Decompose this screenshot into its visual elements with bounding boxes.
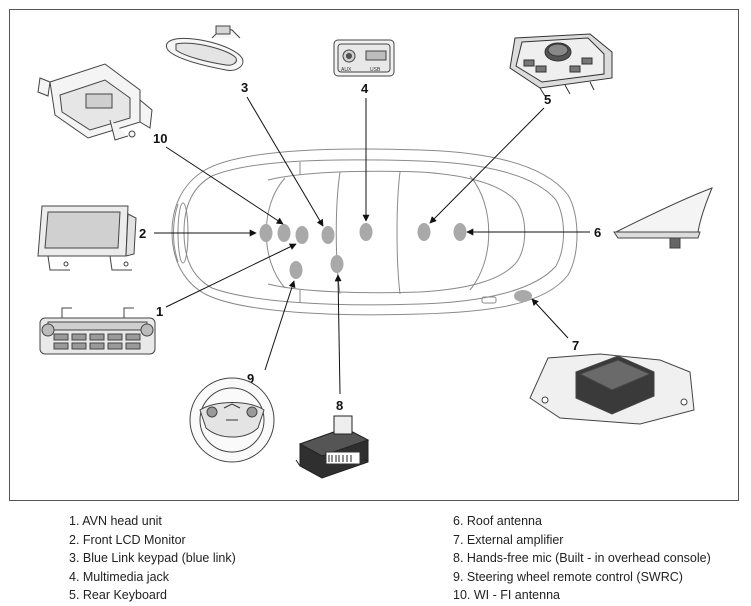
legend-item-1: 1. AVN head unit xyxy=(69,514,162,528)
callout-5: 5 xyxy=(544,92,551,107)
callout-6: 6 xyxy=(594,225,601,240)
callout-1: 1 xyxy=(156,304,163,319)
callout-4: 4 xyxy=(361,81,369,96)
callout-3: 3 xyxy=(241,80,248,95)
marker-avn-head-unit xyxy=(295,226,309,244)
jack-aux-label: AUX xyxy=(341,67,352,73)
marker-wifi-antenna xyxy=(259,224,273,242)
legend-item-5: 5. Rear Keyboard xyxy=(69,588,167,603)
legend-item-6: 6. Roof antenna xyxy=(453,514,542,528)
callout-10: 10 xyxy=(153,131,167,146)
front-lcd-monitor-illustration xyxy=(37,205,137,271)
legend-item-4: 4. Multimedia jack xyxy=(69,569,170,584)
hands-free-mic-illustration xyxy=(295,415,370,479)
legend-item-8: 8. Hands-free mic (Built - in overhead c… xyxy=(453,551,711,566)
callout-8: 8 xyxy=(336,398,343,413)
callout-9: 9 xyxy=(247,371,254,386)
rear-keyboard-illustration xyxy=(509,33,613,97)
legend-item-7: 7. External amplifier xyxy=(453,532,564,547)
legend-item-9: 9. Steering wheel remote control (SWRC) xyxy=(453,569,683,584)
callout-7: 7 xyxy=(572,338,579,353)
avn-head-unit-illustration xyxy=(39,307,156,355)
roof-antenna-illustration xyxy=(613,187,713,249)
legend-item-2: 2. Front LCD Monitor xyxy=(69,532,186,547)
marker-external-amplifier xyxy=(514,290,532,302)
rear-view-mirror-illustration xyxy=(165,25,244,71)
legend-item-10: 10. WI - FI antenna xyxy=(453,588,560,603)
callout-numbers: 10 2 1 3 4 5 6 7 8 9 xyxy=(139,80,601,413)
marker-bluelink-keypad xyxy=(321,226,335,244)
legend-right: 6. Roof antenna 7. External amplifier 8.… xyxy=(453,512,711,605)
marker-multimedia-jack xyxy=(359,223,373,241)
leader-lines xyxy=(154,96,590,395)
marker-swrc xyxy=(289,261,303,279)
marker-roof-antenna xyxy=(453,223,467,241)
steering-wheel-illustration xyxy=(189,377,275,463)
legend-left: 1. AVN head unit 2. Front LCD Monitor 3.… xyxy=(69,512,236,605)
marker-lcd-monitor xyxy=(277,224,291,242)
marker-hands-free-mic xyxy=(330,255,344,273)
external-amplifier-illustration xyxy=(529,353,695,425)
component-markers xyxy=(259,223,532,302)
wifi-antenna-module-illustration xyxy=(37,63,153,141)
marker-rear-keyboard xyxy=(417,223,431,241)
legend-item-3: 3. Blue Link keypad (blue link) xyxy=(69,551,236,566)
jack-usb-label: USB xyxy=(370,67,381,73)
callout-2: 2 xyxy=(139,226,146,241)
multimedia-jack-illustration: AUX USB xyxy=(333,39,395,77)
